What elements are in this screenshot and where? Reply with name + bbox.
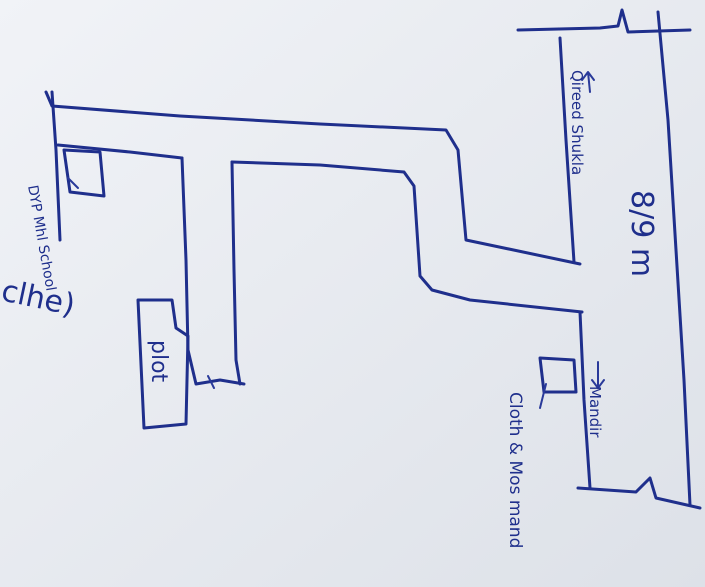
main-road-inner-edge-lower	[578, 310, 592, 490]
top-road-sign-label: Qireed Shukla	[568, 70, 586, 175]
bottom-road-sign-label: Mandir	[586, 386, 604, 438]
lane-network	[44, 90, 584, 389]
main-road-outer-edge	[656, 10, 692, 507]
top-lane-lower-edge-right	[230, 160, 584, 314]
school-pointer	[67, 177, 79, 189]
main-road-label: 8/9 m	[624, 190, 659, 277]
top-lane-left-end	[50, 90, 62, 242]
branch-lane-left-edge	[180, 156, 246, 386]
main-road-bottom-edge	[576, 476, 702, 510]
main-road-inner-edge-upper	[558, 36, 576, 264]
down-arrow-icon	[591, 361, 605, 389]
branch-lane-right-edge	[230, 160, 242, 386]
cloth-shop-box	[538, 356, 578, 394]
top-lane-lower-edge	[56, 143, 184, 160]
landmark-label: Cloth & Mos mand	[505, 392, 525, 548]
up-arrow-icon	[581, 71, 595, 93]
main-road	[516, 8, 702, 510]
plot-label: plot	[146, 340, 171, 383]
cloth-shop-pointer	[539, 383, 547, 409]
branch-lane-end-mark	[207, 375, 215, 389]
plot-box	[136, 298, 190, 430]
main-road-top-edge	[516, 8, 692, 34]
top-lane-upper-edge	[44, 90, 582, 266]
